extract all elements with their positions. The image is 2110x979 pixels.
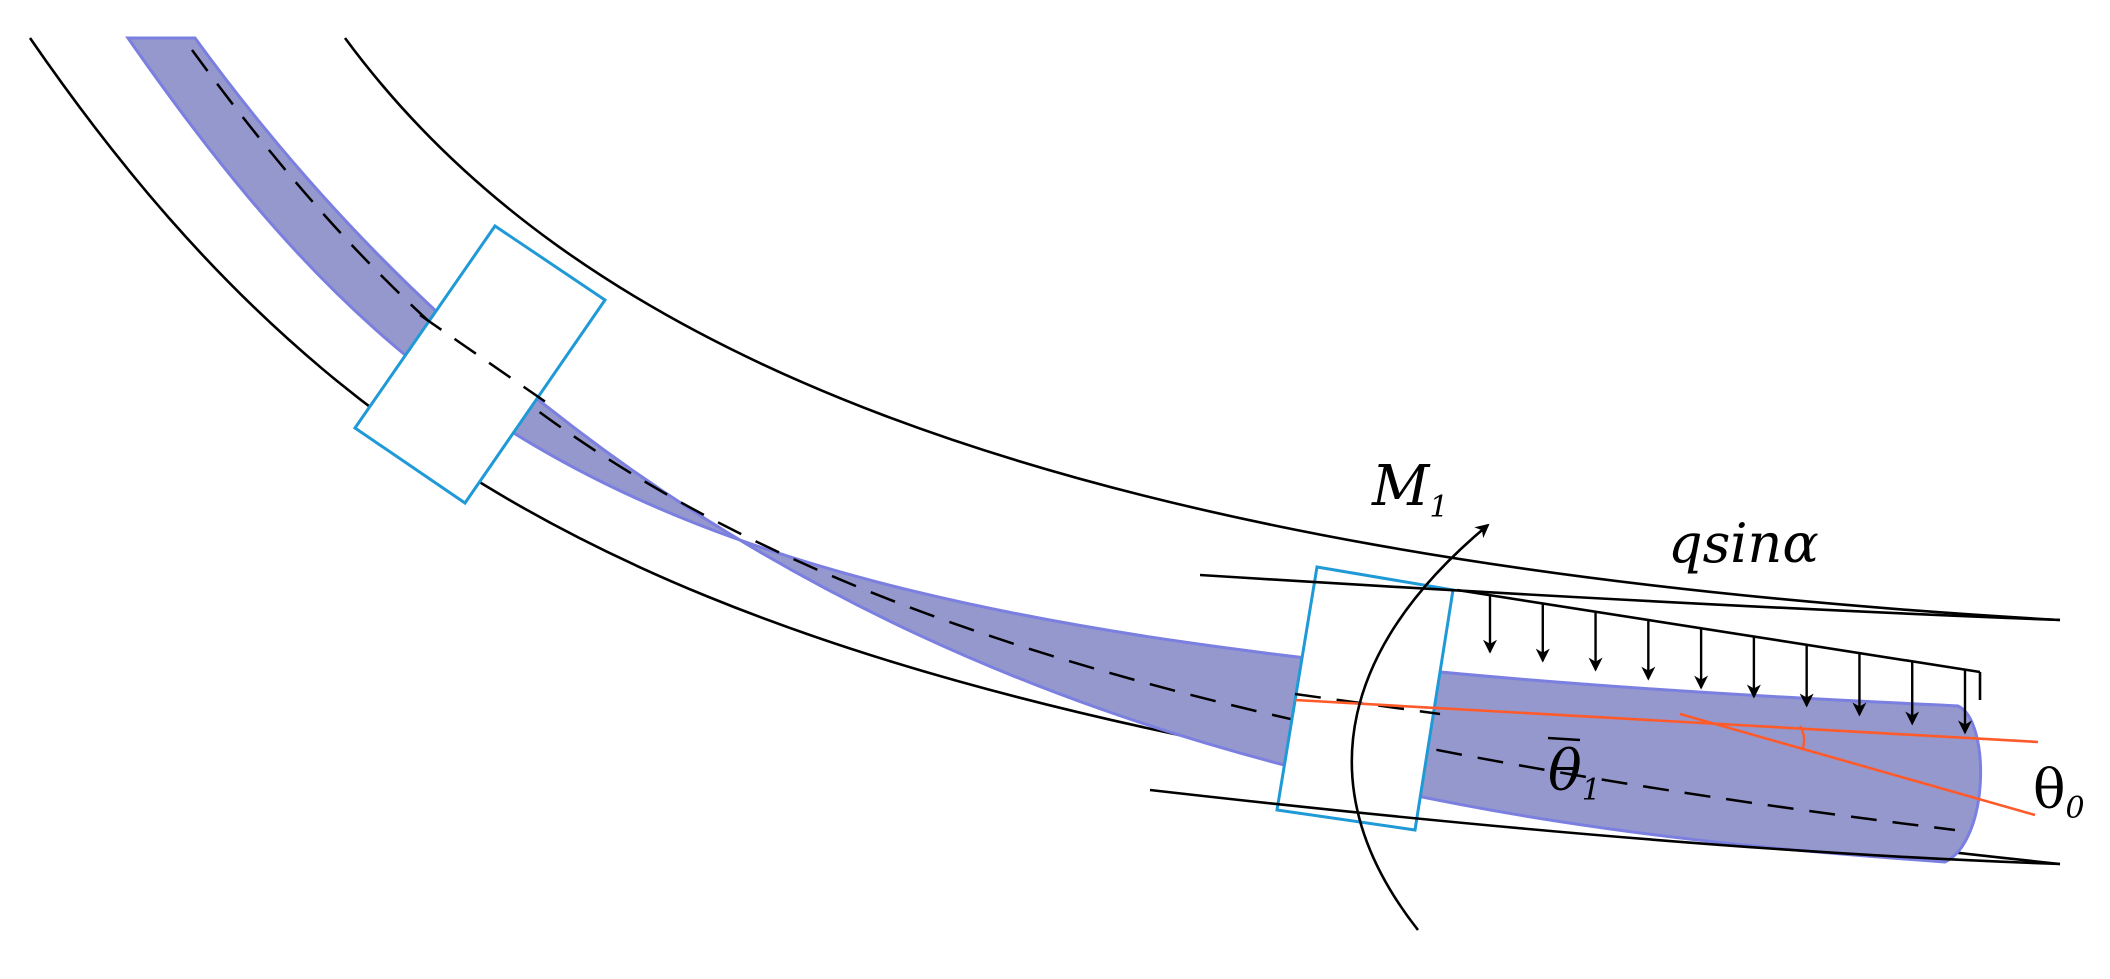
borehole-lower-wall-overlay — [1149, 788, 2061, 866]
pipe-body — [125, 36, 1983, 864]
distributed-load — [1456, 588, 1982, 735]
centralizer-2 — [1275, 565, 1455, 832]
pipe-centerline — [190, 49, 1956, 832]
centralizer-2-centerline-segment — [1294, 692, 1441, 716]
centralizer-1 — [352, 223, 608, 506]
borehole-upper-wall — [343, 37, 2061, 622]
tangent-line-1 — [1294, 698, 2039, 744]
centralizer-1-centerline-segment — [419, 313, 551, 407]
moment-label: M1 — [1371, 454, 1448, 525]
theta0-label: θ0 — [2033, 758, 2085, 826]
load-label: qsinα — [1668, 512, 1819, 575]
theta1-overbar — [1547, 736, 1581, 742]
theta1-label: θ1 — [1548, 739, 1601, 808]
load-top-line — [1456, 588, 1981, 674]
theta0-angle-arc — [1798, 725, 1806, 751]
tangent-line-0 — [1679, 712, 2036, 817]
moment-arrow — [1350, 523, 1490, 931]
borehole-upper-wall-overlay — [1199, 573, 2061, 622]
